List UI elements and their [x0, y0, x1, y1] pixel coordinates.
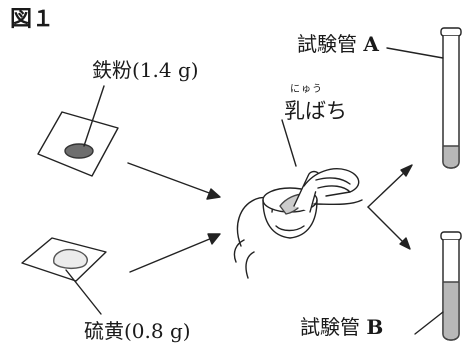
- iron-leader-line: [83, 85, 105, 147]
- to-tube-a-arrow: [367, 167, 410, 208]
- mortar-label: 乳ばち: [284, 99, 347, 123]
- sulfur-powder: [53, 248, 88, 270]
- mortar-leader-line: [281, 119, 297, 167]
- figure-label: 図１: [10, 7, 55, 32]
- iron-to-mortar-arrow: [127, 162, 213, 195]
- iron-powder: [64, 143, 94, 159]
- mortar-and-pestle: [233, 119, 363, 279]
- tube-a-label: 試験管 A: [297, 34, 379, 54]
- tube-b-name: 試験管: [300, 315, 360, 339]
- test-tube-a: [386, 27, 462, 169]
- sulfur-leader-line: [65, 269, 102, 315]
- tube-a-name: 試験管: [297, 32, 357, 56]
- sulfur-to-mortar-arrow: [129, 237, 213, 273]
- sulfur-label: 硫黄(0.8 g): [84, 319, 191, 343]
- tube-a-tag: A: [363, 32, 379, 56]
- iron-powder-label: 鉄粉(1.4 g): [92, 58, 199, 82]
- tube-b-label: 試験管 B: [300, 317, 383, 337]
- mortar-ruby: にゅう: [290, 84, 323, 95]
- tube-b-leader-line: [414, 311, 444, 335]
- test-tube-b: [414, 231, 462, 341]
- tube-a-leader-line: [386, 47, 444, 59]
- to-tube-b-arrow: [367, 206, 408, 247]
- tube-b-tag: B: [366, 315, 384, 339]
